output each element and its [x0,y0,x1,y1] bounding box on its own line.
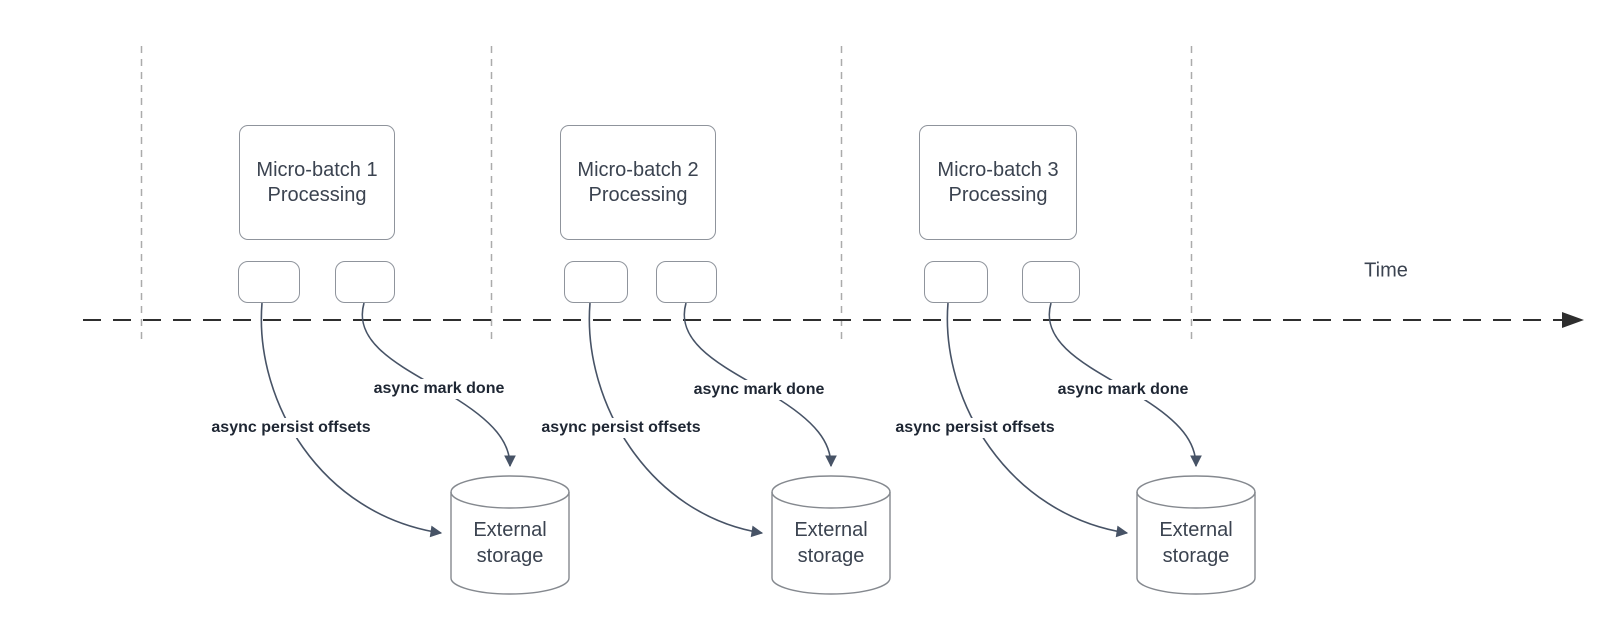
microbatch-3-task-b [1022,261,1080,303]
persist-offsets-arrow-2 [588,302,764,538]
mark-done-label-1: async mark done [370,379,508,399]
storage-cylinder-1 [450,475,570,595]
storage-cylinder-2 [771,475,891,595]
persist-offsets-arrow-3 [946,302,1129,538]
microbatch-1-task-a [238,261,300,303]
storage-cylinder-3 [1136,475,1256,595]
persist-offsets-arrow-1 [260,302,443,538]
microbatch-3-task-a [924,261,988,303]
storage-label-1: External storage [473,519,547,567]
mark-done-label-2: async mark done [690,380,828,400]
microbatch-2-task-b [656,261,717,303]
microbatch-3-box: Micro-batch 3 Processing [919,125,1077,240]
time-axis-label: Time [1364,259,1408,282]
microbatch-1-box: Micro-batch 1 Processing [239,125,395,240]
storage-label-2: External storage [794,519,868,567]
storage-label-3: External storage [1159,519,1233,567]
persist-offsets-label-2: async persist offsets [538,418,704,438]
persist-offsets-label-1: async persist offsets [208,418,374,438]
time-axis-arrowhead-icon [1562,312,1584,328]
microbatch-3-title: Micro-batch 3 Processing [937,158,1059,206]
persist-offsets-label-3: async persist offsets [892,418,1058,438]
mark-done-label-3: async mark done [1054,380,1192,400]
microbatch-2-task-a [564,261,628,303]
microbatch-2-title: Micro-batch 2 Processing [577,158,699,206]
microbatch-2-box: Micro-batch 2 Processing [560,125,716,240]
microbatch-1-task-b [335,261,395,303]
microbatch-1-title: Micro-batch 1 Processing [256,158,378,206]
